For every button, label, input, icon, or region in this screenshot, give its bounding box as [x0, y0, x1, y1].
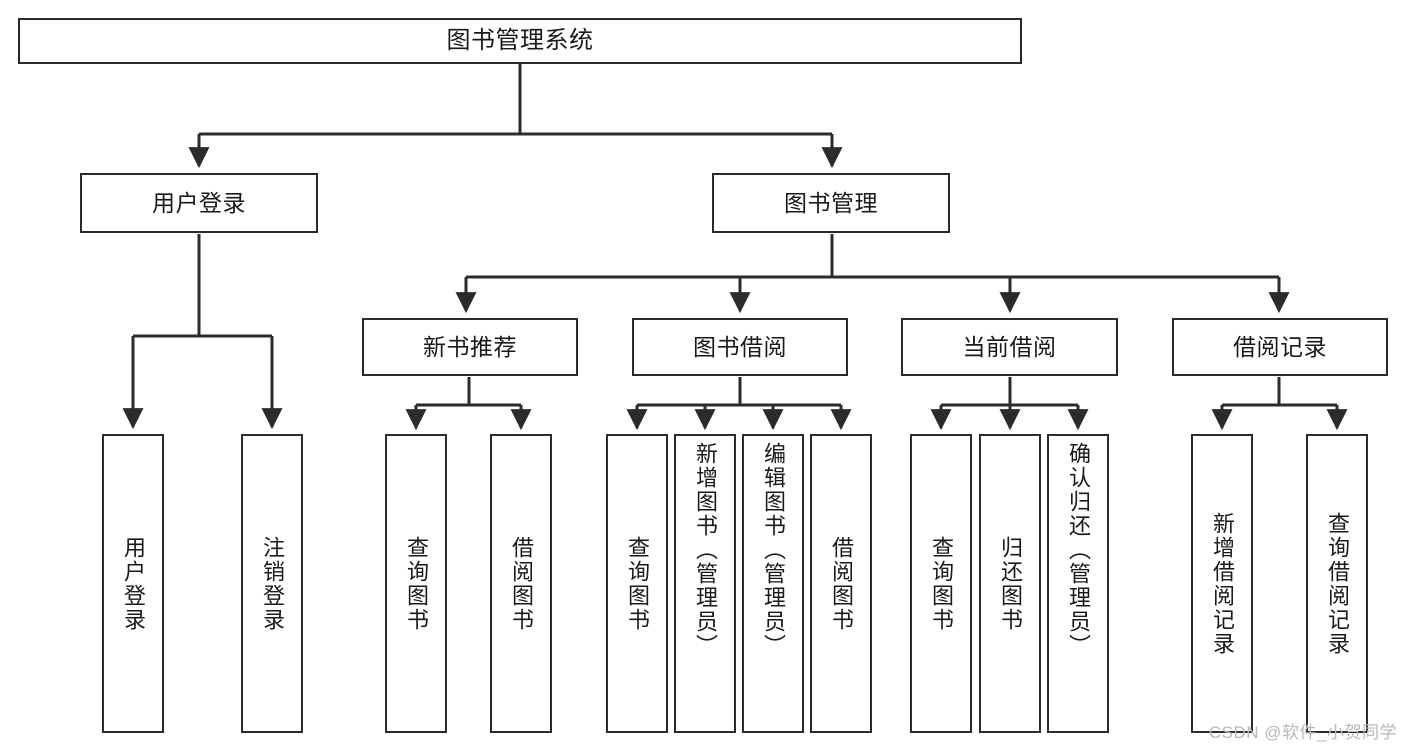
node-label: 注销登录: [260, 535, 285, 632]
node-label: 借阅记录: [1233, 333, 1327, 360]
leaf-book-borrow-query[interactable]: 查询图书: [606, 434, 668, 733]
node-borrow-record[interactable]: 借阅记录: [1172, 318, 1388, 376]
node-label: 新书推荐: [423, 333, 517, 360]
leaf-current-borrow-confirm[interactable]: 确认归还（管理员）: [1047, 434, 1109, 733]
node-user-login[interactable]: 用户登录: [80, 173, 318, 233]
leaf-book-borrow-edit[interactable]: 编辑图书（管理员）: [742, 434, 804, 733]
leaf-current-borrow-return[interactable]: 归还图书: [979, 434, 1041, 733]
leaf-new-book-query[interactable]: 查询图书: [385, 434, 447, 733]
node-label: 编辑图书（管理员）: [761, 442, 786, 658]
node-label: 查询借阅记录: [1325, 511, 1350, 656]
node-label: 图书管理系统: [446, 27, 594, 55]
leaf-user-login-signout[interactable]: 注销登录: [241, 434, 303, 733]
node-label: 新增借阅记录: [1210, 511, 1235, 656]
node-label: 查询图书: [404, 535, 429, 632]
leaf-new-book-borrow[interactable]: 借阅图书: [490, 434, 552, 733]
node-label: 新增图书（管理员）: [693, 442, 718, 658]
leaf-borrow-record-query[interactable]: 查询借阅记录: [1306, 434, 1368, 733]
node-root-system[interactable]: 图书管理系统: [18, 18, 1022, 64]
node-label: 确认归还（管理员）: [1066, 442, 1091, 658]
node-book-borrow[interactable]: 图书借阅: [632, 318, 848, 376]
node-label: 图书管理: [784, 189, 878, 216]
node-current-borrow[interactable]: 当前借阅: [901, 318, 1118, 376]
leaf-book-borrow-lend[interactable]: 借阅图书: [810, 434, 872, 733]
node-new-book-recommend[interactable]: 新书推荐: [362, 318, 578, 376]
node-book-management[interactable]: 图书管理: [712, 173, 950, 233]
node-label: 查询图书: [929, 535, 954, 632]
leaf-current-borrow-query[interactable]: 查询图书: [910, 434, 972, 733]
node-label: 归还图书: [998, 535, 1023, 632]
node-label: 用户登录: [121, 535, 146, 632]
node-label: 用户登录: [152, 189, 246, 216]
watermark-text: CSDN @软件_小贺同学: [1208, 723, 1397, 742]
node-label: 当前借阅: [962, 333, 1057, 360]
node-label: 查询图书: [625, 535, 650, 632]
leaf-borrow-record-add[interactable]: 新增借阅记录: [1191, 434, 1253, 733]
node-label: 借阅图书: [509, 535, 534, 632]
leaf-book-borrow-add[interactable]: 新增图书（管理员）: [674, 434, 736, 733]
leaf-user-login-signin[interactable]: 用户登录: [102, 434, 164, 733]
node-label: 图书借阅: [693, 333, 787, 360]
node-label: 借阅图书: [829, 535, 854, 632]
